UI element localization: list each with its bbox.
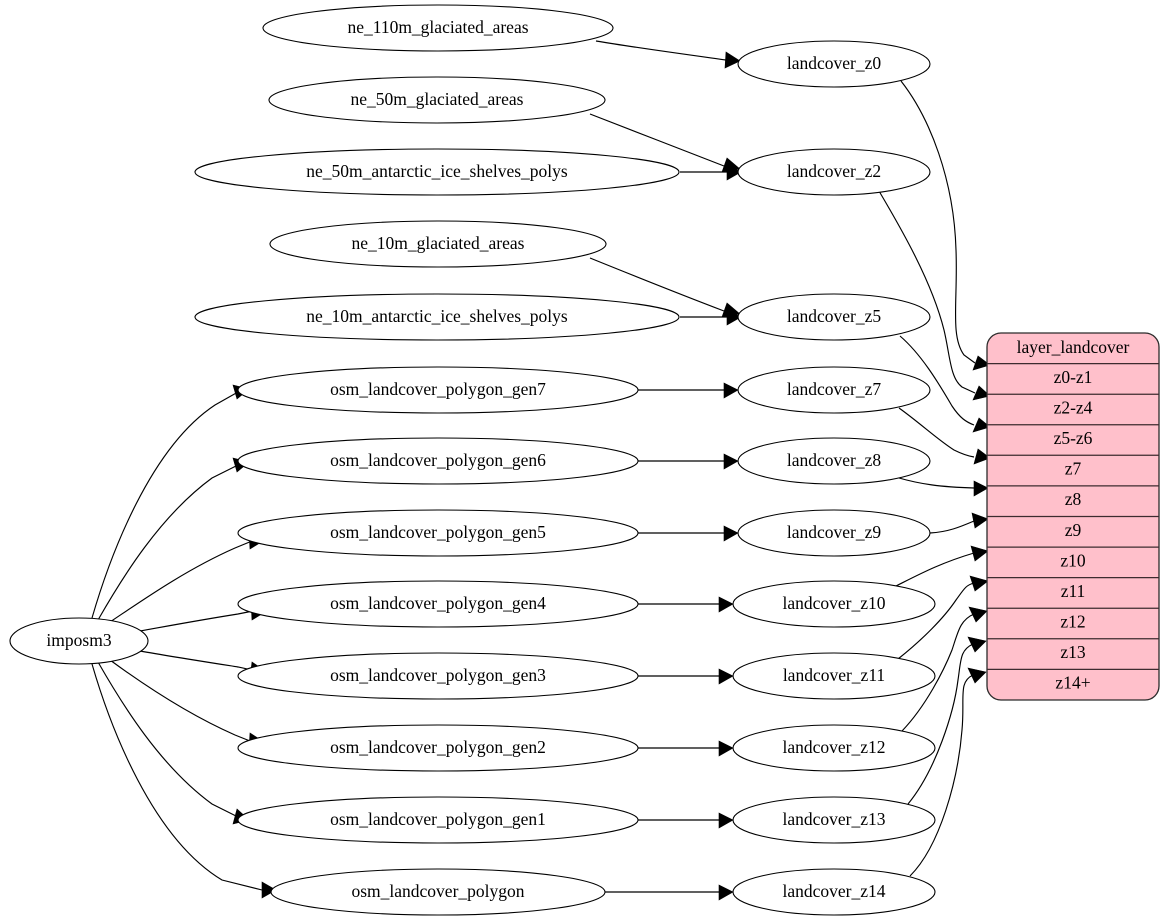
node-label: ne_10m_antarctic_ice_shelves_polys — [306, 306, 568, 326]
node-label: landcover_z5 — [787, 306, 882, 326]
node-label: landcover_z0 — [787, 53, 882, 73]
node-label: landcover_z8 — [787, 450, 882, 470]
node-label: landcover_z2 — [787, 161, 881, 181]
node-landcover-z12[interactable]: landcover_z12 — [732, 724, 936, 772]
table-row-z5-z6[interactable]: z5-z6 — [1054, 428, 1093, 448]
node-label: landcover_z12 — [782, 737, 885, 757]
node-landcover-z2[interactable]: landcover_z2 — [737, 148, 931, 196]
node-osm-landcover-polygon[interactable]: osm_landcover_polygon — [270, 868, 606, 916]
edge-z8-to-row-z8 — [898, 477, 989, 497]
table-row-z2-z4[interactable]: z2-z4 — [1054, 398, 1093, 418]
node-label: osm_landcover_polygon_gen1 — [330, 809, 546, 829]
edge-gen1-to-z13 — [638, 812, 734, 829]
node-label: osm_landcover_polygon_gen5 — [330, 522, 546, 542]
node-label: osm_landcover_polygon_gen7 — [330, 379, 546, 399]
edge-z12-to-row-z12 — [901, 606, 988, 732]
table-row-z9[interactable]: z9 — [1065, 520, 1082, 540]
edge-z9-to-row-z9 — [929, 512, 989, 534]
node-label: osm_landcover_polygon_gen3 — [330, 665, 546, 685]
node-ne-110m-glaciated-areas[interactable]: ne_110m_glaciated_areas — [262, 4, 614, 52]
edge-z14-to-row-z14plus — [909, 667, 987, 877]
edge-z13-to-row-z13 — [907, 636, 987, 805]
table-row-z8[interactable]: z8 — [1065, 489, 1082, 509]
node-landcover-z14[interactable]: landcover_z14 — [732, 868, 936, 916]
node-osm-landcover-polygon-gen3[interactable]: osm_landcover_polygon_gen3 — [237, 652, 639, 700]
table-row-z13[interactable]: z13 — [1060, 642, 1086, 662]
edge-ne50mshelves-to-z2 — [680, 164, 742, 181]
node-label: osm_landcover_polygon_gen2 — [330, 737, 546, 757]
node-label: landcover_z14 — [782, 881, 885, 901]
edge-imposm3-to-gen7 — [91, 384, 250, 619]
node-landcover-z8[interactable]: landcover_z8 — [737, 437, 931, 485]
edge-polygon-to-z14 — [605, 884, 734, 901]
landcover-zoom-nodes: landcover_z0 landcover_z2 landcover_z5 l… — [732, 40, 936, 916]
node-ne-10m-antarctic-ice-shelves-polys[interactable]: ne_10m_antarctic_ice_shelves_polys — [194, 293, 680, 341]
node-label: osm_landcover_polygon_gen6 — [330, 450, 546, 470]
node-label: landcover_z9 — [787, 522, 882, 542]
edge-imposm3-to-gen6 — [97, 457, 250, 621]
node-label: landcover_z13 — [782, 809, 885, 829]
edge-ne110m-to-z0 — [595, 40, 741, 69]
table-row-z12[interactable]: z12 — [1060, 612, 1085, 632]
node-ne-50m-glaciated-areas[interactable]: ne_50m_glaciated_areas — [268, 76, 606, 124]
node-landcover-z5[interactable]: landcover_z5 — [737, 293, 931, 341]
node-ne-50m-antarctic-ice-shelves-polys[interactable]: ne_50m_antarctic_ice_shelves_polys — [194, 148, 680, 196]
node-landcover-z13[interactable]: landcover_z13 — [732, 796, 936, 844]
node-landcover-z0[interactable]: landcover_z0 — [737, 40, 931, 88]
node-osm-landcover-polygon-gen7[interactable]: osm_landcover_polygon_gen7 — [237, 366, 639, 414]
edge-ne10mshelves-to-z5 — [680, 309, 742, 326]
layer-landcover-table[interactable]: layer_landcover z0-z1 z2-z4 z5-z6 z7 z8 … — [986, 332, 1160, 701]
edge-gen2-to-z12 — [638, 740, 734, 757]
edge-z0-to-row-z0z1 — [900, 80, 991, 371]
node-osm-landcover-polygon-gen4[interactable]: osm_landcover_polygon_gen4 — [237, 580, 639, 628]
node-label: osm_landcover_polygon — [351, 881, 524, 901]
edge-z2-to-row-z2z4 — [878, 190, 991, 401]
table-header-label: layer_landcover — [1017, 337, 1130, 357]
table-row-z7[interactable]: z7 — [1065, 459, 1082, 479]
edge-z10-to-row-z10 — [895, 545, 989, 587]
edge-imposm3-to-gen5 — [109, 532, 264, 623]
edge-gen5-to-z9 — [638, 525, 739, 542]
node-label: ne_110m_glaciated_areas — [347, 17, 528, 37]
node-landcover-z10[interactable]: landcover_z10 — [732, 580, 936, 628]
edge-imposm3-to-polygon — [91, 663, 277, 899]
table-row-z0-z1[interactable]: z0-z1 — [1054, 367, 1093, 387]
node-label: ne_10m_glaciated_areas — [352, 233, 525, 253]
node-label: landcover_z11 — [783, 665, 885, 685]
edge-gen7-to-z7 — [638, 382, 739, 399]
node-label: ne_50m_antarctic_ice_shelves_polys — [306, 161, 568, 181]
natural-earth-source-nodes: ne_110m_glaciated_areas ne_50m_glaciated… — [194, 4, 680, 341]
table-row-z10[interactable]: z10 — [1060, 550, 1086, 570]
node-label: landcover_z10 — [782, 593, 885, 613]
node-osm-landcover-polygon-gen5[interactable]: osm_landcover_polygon_gen5 — [237, 509, 639, 557]
edge-z5-to-row-z5z6 — [899, 335, 991, 433]
edge-gen3-to-z11 — [638, 668, 734, 685]
osm-table-nodes: osm_landcover_polygon_gen7 osm_landcover… — [237, 366, 639, 916]
node-osm-landcover-polygon-gen6[interactable]: osm_landcover_polygon_gen6 — [237, 437, 639, 485]
node-osm-landcover-polygon-gen2[interactable]: osm_landcover_polygon_gen2 — [237, 724, 639, 772]
node-label: imposm3 — [46, 630, 111, 650]
node-landcover-z9[interactable]: landcover_z9 — [737, 509, 931, 557]
node-osm-landcover-polygon-gen1[interactable]: osm_landcover_polygon_gen1 — [237, 796, 639, 844]
node-imposm3[interactable]: imposm3 — [9, 617, 149, 665]
node-label: landcover_z7 — [787, 379, 882, 399]
table-row-z11[interactable]: z11 — [1061, 581, 1086, 601]
edge-gen6-to-z8 — [638, 453, 739, 470]
edge-z11-to-row-z11 — [897, 575, 989, 660]
node-landcover-z11[interactable]: landcover_z11 — [732, 652, 936, 700]
edge-gen4-to-z10 — [638, 596, 734, 613]
node-ne-10m-glaciated-areas[interactable]: ne_10m_glaciated_areas — [269, 220, 607, 268]
node-label: osm_landcover_polygon_gen4 — [330, 593, 546, 613]
node-landcover-z7[interactable]: landcover_z7 — [737, 366, 931, 414]
edge-z7-to-row-z7 — [898, 407, 991, 465]
table-row-z14-plus[interactable]: z14+ — [1055, 673, 1090, 693]
node-label: ne_50m_glaciated_areas — [351, 89, 524, 109]
